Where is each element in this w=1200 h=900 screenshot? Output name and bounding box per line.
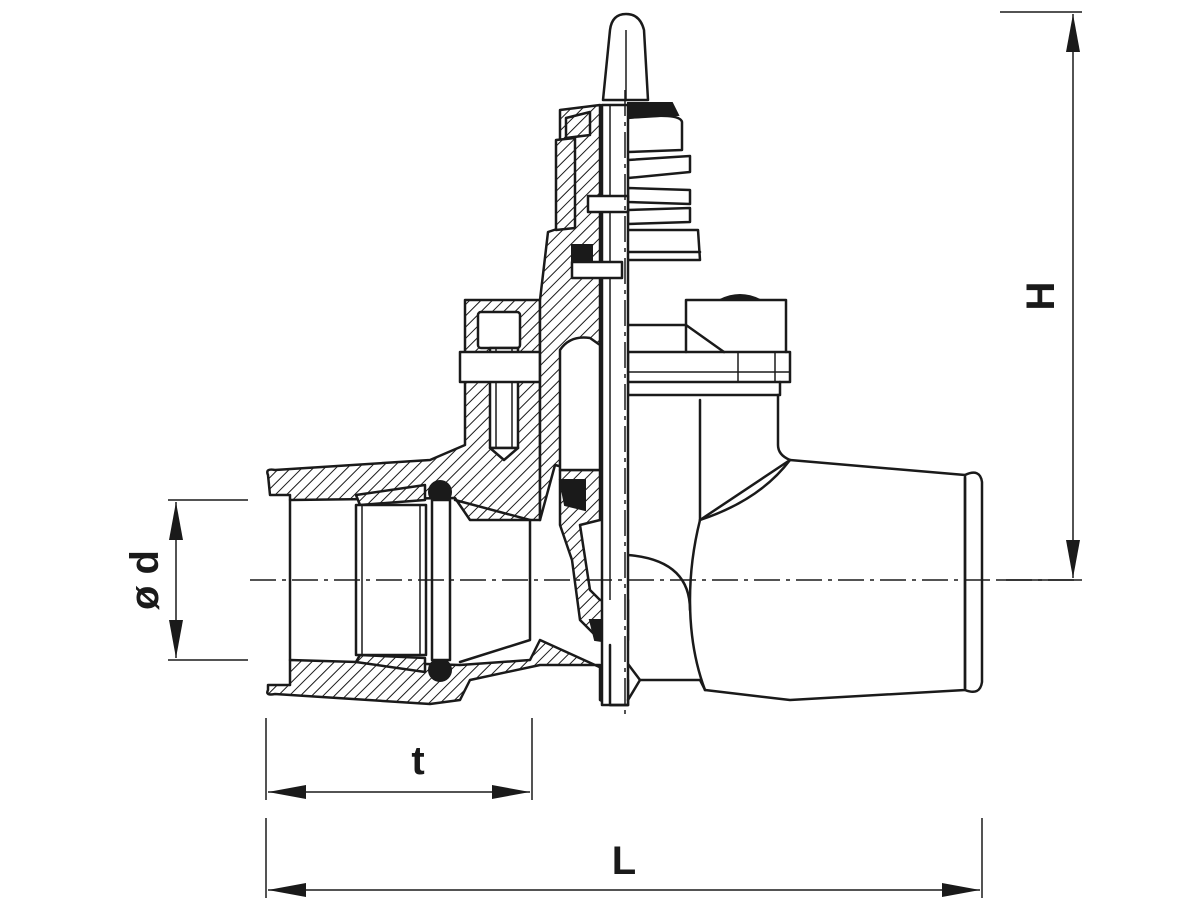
valve-section-half xyxy=(266,103,642,707)
dimension-t: t xyxy=(265,718,533,800)
dimension-diameter: ø d xyxy=(123,499,248,661)
dimension-H: H xyxy=(1000,11,1082,581)
height-label: H xyxy=(1019,282,1063,311)
socket-depth-label: t xyxy=(411,739,424,783)
valve-exterior-half xyxy=(601,12,984,702)
diameter-label: ø d xyxy=(123,550,167,610)
length-label: L xyxy=(612,839,636,883)
dimension-L: L xyxy=(265,818,983,898)
